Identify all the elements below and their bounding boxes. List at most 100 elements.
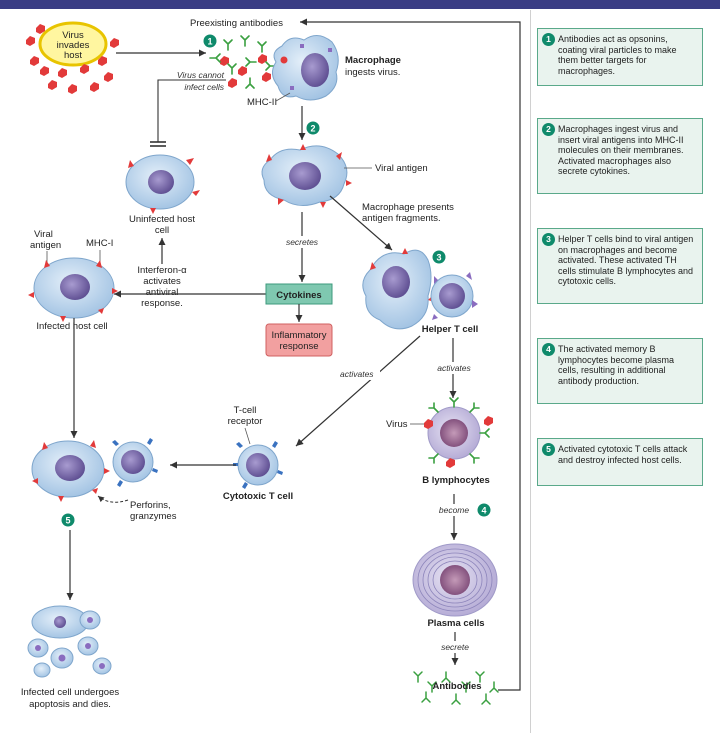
secrete-bg	[435, 641, 475, 653]
perforin-arrow	[97, 495, 129, 503]
become-label: become	[439, 505, 470, 515]
t-cell-receptor-label-1: T-cell	[234, 405, 257, 416]
virus-invades-label-1: Virus	[62, 30, 84, 41]
interferon-label-1: Interferon-α	[137, 265, 187, 276]
step-box-1-number: 1	[542, 33, 555, 46]
interferon-label-4: response.	[141, 298, 183, 309]
interferon-label-3: antiviral	[146, 287, 179, 298]
virus-cannot-label-2: infect cells	[184, 82, 224, 92]
helper-t-cell	[430, 272, 478, 320]
perforins-label-2: granzymes	[130, 511, 177, 522]
activates-right-label: activates	[437, 363, 471, 373]
top-bar	[0, 0, 720, 9]
step-box-4: 4 The activated memory B lymphocytes bec…	[537, 338, 703, 404]
step-box-1-text: Antibodies act as opsonins, coating vira…	[558, 34, 677, 76]
svg-text:5: 5	[65, 516, 70, 526]
interferon-label-2: activates	[143, 276, 181, 287]
feedback-arrow	[300, 18, 521, 691]
mhc1-label: MHC-I	[86, 238, 113, 249]
infected-host-cell	[28, 257, 118, 322]
step-box-1: 1 Antibodies act as opsonins, coating vi…	[537, 28, 703, 86]
macrophage-subtitle: ingests virus.	[345, 67, 400, 78]
antibody-virus-cluster	[209, 35, 277, 89]
perforins-label-1: Perforins,	[130, 500, 171, 511]
step4-marker: 4	[477, 503, 491, 517]
step3-marker: 3	[432, 250, 446, 264]
macrophage-presents-label-2: antigen fragments.	[362, 213, 441, 224]
macrophage-presents-label-1: Macrophage presents	[362, 202, 454, 213]
svg-text:2: 2	[310, 124, 315, 134]
step-box-4-number: 4	[542, 343, 555, 356]
antigen-presenting-macrophage	[261, 144, 352, 208]
inflammatory-box: Inflammatory response	[265, 323, 333, 357]
step-box-2-number: 2	[542, 123, 555, 136]
macrophage-cell	[272, 35, 339, 101]
infected-host-label: Infected host cell	[36, 321, 107, 332]
virus-cannot-label-1: Virus cannot	[177, 70, 225, 80]
macrophage-title: Macrophage	[345, 55, 401, 66]
svg-text:Inflammatory: Inflammatory	[272, 330, 327, 341]
viral-antigen-left-label-1: Viral	[34, 229, 53, 240]
b-lymphocyte	[424, 397, 493, 468]
step-box-3-text: Helper T cells bind to viral antigen on …	[558, 234, 694, 287]
activates-left-label: activates	[340, 369, 374, 379]
plasma-cells-label: Plasma cells	[427, 618, 484, 629]
step-box-2-text: Macrophages ingest virus and insert vira…	[558, 124, 684, 177]
arrow-to-helper	[329, 195, 393, 251]
b-lymphocytes-label: B lymphocytes	[422, 475, 490, 486]
uninfected-host-cell	[125, 154, 200, 214]
svg-text:3: 3	[436, 253, 441, 263]
virus-label: Virus	[386, 419, 408, 430]
antibody-group	[413, 671, 499, 705]
mhc2-label: MHC-II	[247, 97, 277, 108]
step1-marker: 1	[203, 34, 217, 48]
blocked-path	[157, 79, 226, 142]
step-box-4-text: The activated memory B lymphocytes becom…	[558, 344, 675, 386]
attacked-infected-cell	[31, 440, 110, 502]
svg-text:4: 4	[481, 506, 486, 516]
step2-marker: 2	[306, 121, 320, 135]
apoptosis-label-2: apoptosis and dies.	[29, 699, 111, 710]
step5-marker: 5	[61, 513, 75, 527]
uninfected-label-2: cell	[155, 225, 169, 236]
step-box-2: 2 Macrophages ingest virus and insert vi…	[537, 118, 703, 194]
mhc2-pointer	[275, 92, 291, 102]
secretes-label: secretes	[286, 237, 319, 247]
step-box-5: 5 Activated cytotoxic T cells attack and…	[537, 438, 703, 486]
secretes-bg	[284, 236, 320, 248]
step-box-5-text: Activated cytotoxic T cells attack and d…	[558, 444, 688, 465]
viral-antigen-label: Viral antigen	[375, 163, 428, 174]
virus-invades-label-2: invades	[57, 40, 90, 51]
cytokines-box: Cytokines	[265, 283, 333, 305]
virus-cluster	[26, 24, 119, 94]
step-box-3-number: 3	[542, 233, 555, 246]
activates-left-bg	[336, 368, 380, 380]
cytotoxic-t-cell	[233, 441, 283, 489]
activates-right-bg	[432, 362, 476, 374]
cytotoxic-label: Cytotoxic T cell	[223, 491, 293, 502]
preexisting-antibodies-label: Preexisting antibodies	[190, 18, 283, 29]
virus-invades-label-3: host	[64, 50, 82, 61]
helper-t-label: Helper T cell	[422, 324, 479, 335]
antibodies-label: Antibodies	[432, 681, 481, 692]
secrete-label: secrete	[441, 642, 469, 652]
t-cell-receptor-label-2: receptor	[228, 416, 263, 427]
divider-line	[530, 10, 531, 733]
svg-text:Cytokines: Cytokines	[276, 290, 321, 301]
viral-antigen-left-label-2: antigen	[30, 240, 61, 251]
plasma-cell	[412, 543, 498, 617]
svg-text:1: 1	[207, 37, 212, 47]
uninfected-label-1: Uninfected host	[129, 214, 195, 225]
apoptotic-cell-fragments	[27, 605, 112, 678]
step-box-3: 3 Helper T cells bind to viral antigen o…	[537, 228, 703, 304]
attacking-cytotoxic-cell	[112, 438, 158, 487]
step-box-5-number: 5	[542, 443, 555, 456]
virus-invades-node: Virus invades host	[38, 21, 108, 67]
helper-macrophage	[362, 248, 434, 330]
apoptosis-label-1: Infected cell undergoes	[21, 687, 119, 698]
svg-text:response: response	[279, 341, 318, 352]
arrow-to-cytotoxic	[295, 335, 421, 447]
receptor-pointer	[244, 427, 251, 445]
become-bg	[434, 504, 474, 516]
